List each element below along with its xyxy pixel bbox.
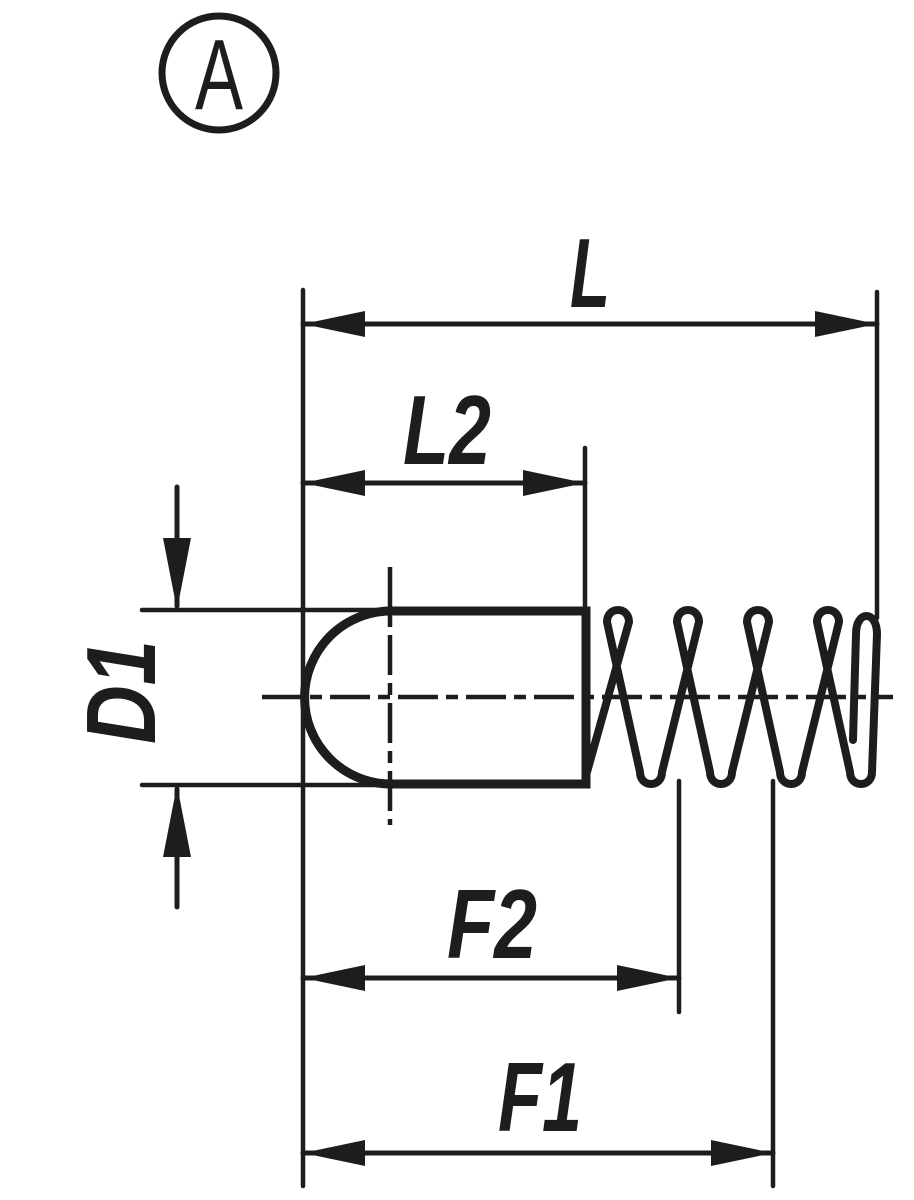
dim-label-L: L [570, 218, 610, 328]
detail-view-label: A [195, 19, 243, 131]
dim-label-F2: F2 [447, 869, 537, 979]
arrowhead-F1-right [711, 1140, 773, 1166]
arrowhead-L2-right [523, 470, 585, 496]
arrowhead-F2-right [617, 965, 679, 991]
arrowhead-L-right [815, 311, 877, 337]
arrowhead-F2-left [303, 965, 365, 991]
arrowhead-F1-left [303, 1140, 365, 1166]
dim-label-F1: F1 [498, 1042, 582, 1152]
detail-marker-circle [158, 12, 280, 134]
dim-label-L2: L2 [403, 375, 491, 485]
arrowhead-L-left [303, 311, 365, 337]
arrowhead-L2-left [303, 470, 365, 496]
arrowhead-D1-down [163, 538, 191, 610]
compression-spring [583, 606, 881, 788]
dim-label-D1: D1 [66, 640, 176, 744]
arrowhead-D1-up [163, 785, 191, 857]
